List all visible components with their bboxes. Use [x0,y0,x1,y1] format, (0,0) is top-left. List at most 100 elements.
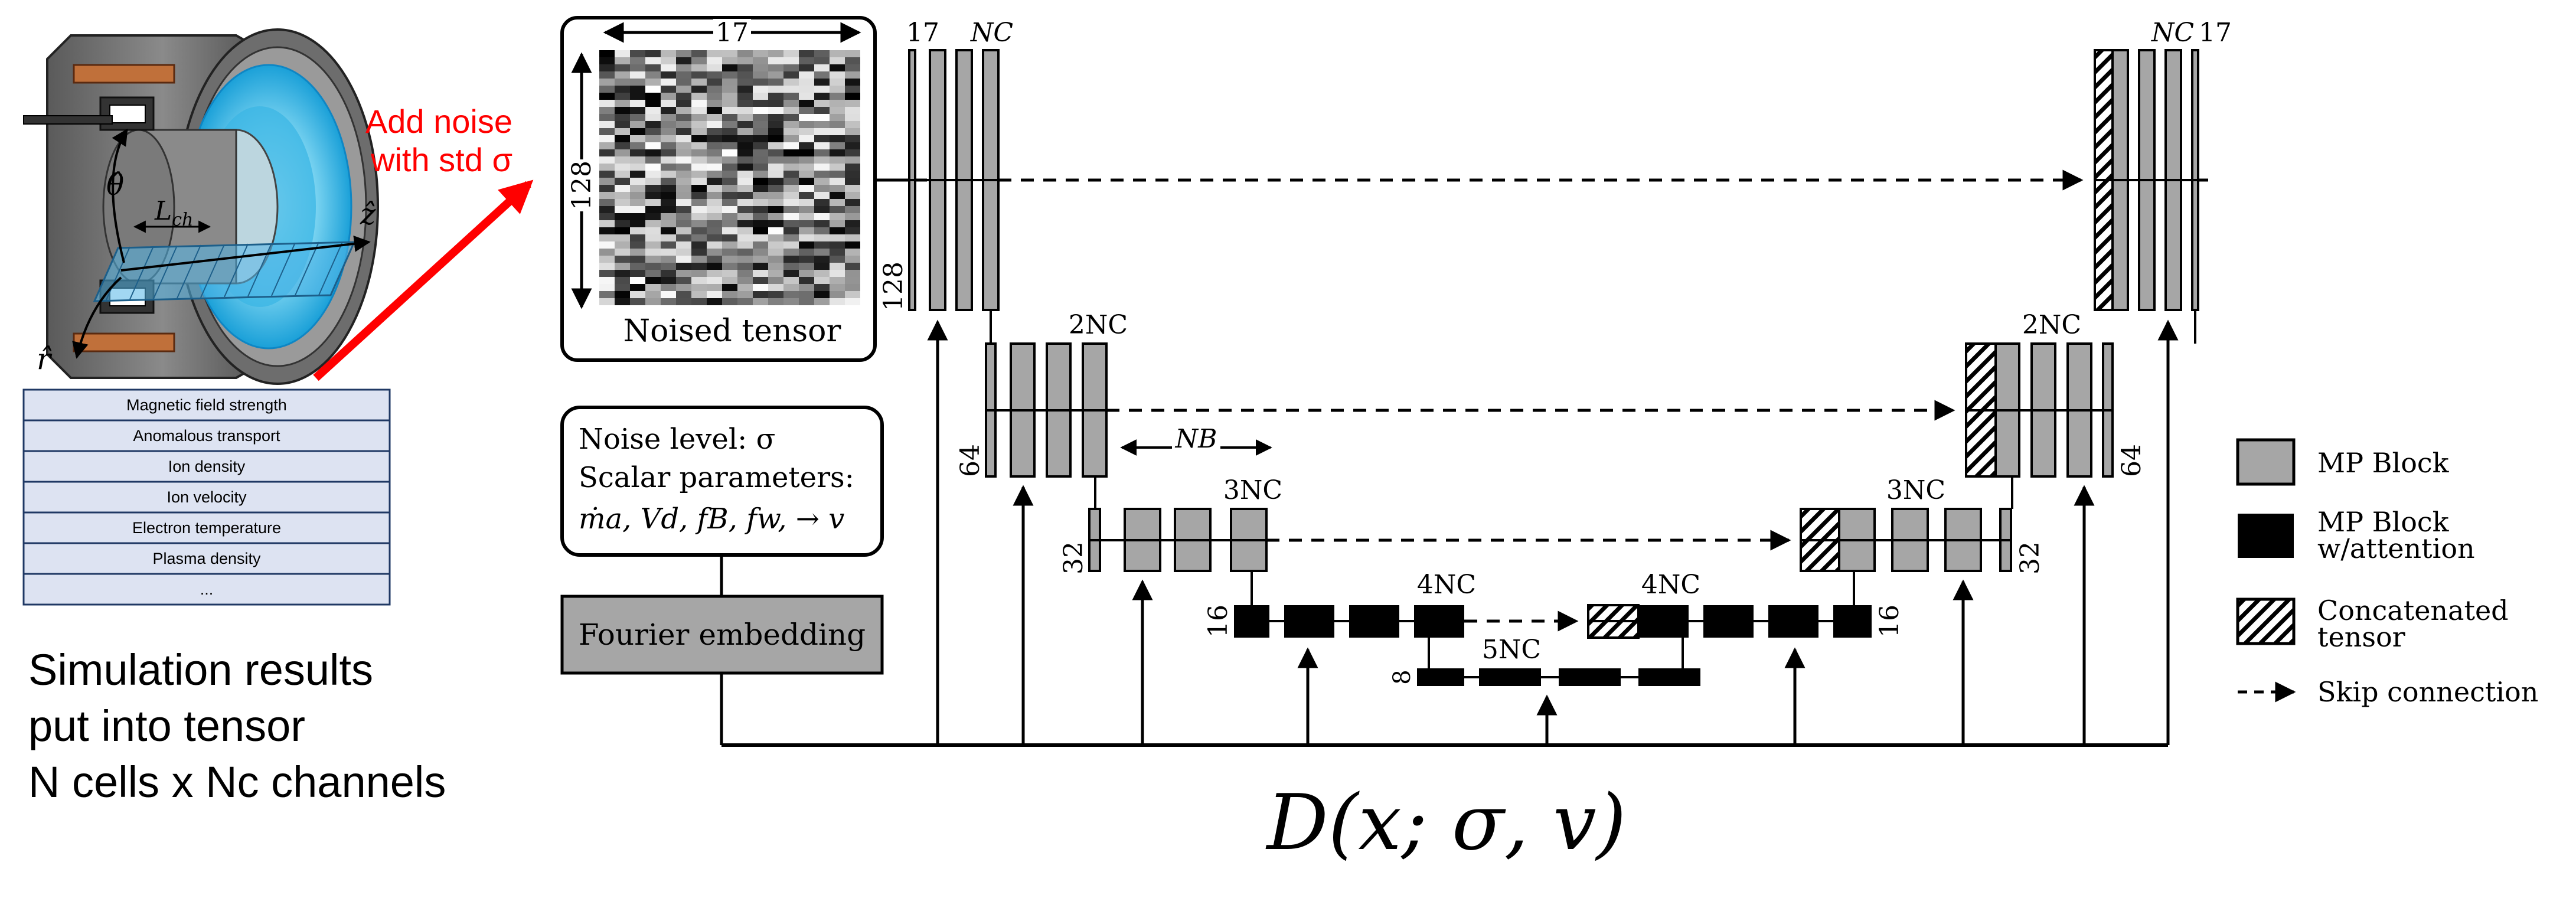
noise-cell [783,107,799,114]
variables-table-cell: Magnetic field strength [126,396,287,414]
variables-table-row [22,481,391,514]
level4-channels-left: 4NC [1417,570,1476,600]
noise-cell [630,149,645,156]
noise-cell [599,199,615,206]
noise-cell [722,277,737,284]
noise-cell [691,142,707,149]
noise-cell [676,50,691,57]
noise-cell [814,199,830,206]
noise-cell [707,149,722,156]
level4-channels-right: 4NC [1641,570,1700,600]
noise-cell [768,270,783,277]
noise-cell [737,206,753,213]
noise-cell [799,206,814,213]
noise-cell [691,227,707,234]
noise-cell [799,64,814,71]
noise-cell [676,213,691,220]
noise-cell [783,156,799,164]
noise-cell [814,149,830,156]
variables-table-cell: ... [200,580,214,598]
noise-cell [722,227,737,234]
noise-cell [768,220,783,227]
noise-cell [830,171,845,178]
noise-cell [830,234,845,241]
noise-cell [830,185,845,192]
noise-cell [661,114,676,121]
noise-cell [737,57,753,64]
axis-theta-label: θ̂ [106,168,124,202]
noise-cell [615,256,630,263]
noise-cell [737,71,753,79]
noise-cell [615,185,630,192]
noise-cell [722,50,737,57]
noise-cell [599,114,615,121]
noise-cell [691,79,707,86]
noise-cell [707,64,722,71]
noise-cell [722,114,737,121]
noise-cell [737,50,753,57]
noise-cell [676,93,691,100]
noise-cell [676,185,691,192]
noise-cell [676,121,691,128]
noise-cell [737,135,753,142]
noise-cell [645,64,661,71]
noise-cell [707,234,722,241]
noise-cell [707,199,722,206]
noise-cell [645,100,661,107]
noise-cell [768,79,783,86]
noise-cell [630,298,645,305]
noise-cell [630,135,645,142]
noise-cell [599,100,615,107]
noise-cell [799,50,814,57]
noise-cell [737,93,753,100]
noise-cell [768,298,783,305]
legend-concat-line1: Concatenated [2317,595,2509,626]
noise-cell [753,93,768,100]
noise-cell [599,213,615,220]
noise-cell [799,114,814,121]
noise-cell [845,249,860,256]
noise-cell [753,241,768,249]
noise-cell [676,156,691,164]
noise-cell [691,93,707,100]
noise-heatmap [599,50,860,305]
noise-cell [615,121,630,128]
noise-cell [661,241,676,249]
noise-cell [676,149,691,156]
noise-cell [661,142,676,149]
noise-cell [691,57,707,64]
noise-cell [799,227,814,234]
noise-cell [814,114,830,121]
noise-cell [599,64,615,71]
noise-cell [737,164,753,171]
variables-table-cell: Anomalous transport [133,427,280,445]
noise-cell [722,199,737,206]
noise-cell [799,213,814,220]
noise-cell [753,79,768,86]
noise-cell [783,284,799,291]
noise-cell [845,79,860,86]
noise-cell [799,156,814,164]
level1-decoder: NC 17 [2094,18,2232,745]
noise-cell [615,206,630,213]
noise-cell [722,107,737,114]
level3-channels-left: 3NC [1223,475,1282,505]
noise-cell [845,199,860,206]
noise-cell [737,192,753,199]
noise-cell [830,142,845,149]
noise-cell [814,121,830,128]
noise-cell [814,178,830,185]
noise-cell [645,263,661,270]
noise-cell [661,277,676,284]
add-noise-line2: with std σ [370,141,512,178]
noise-cell [737,220,753,227]
denoiser-formula: D(x; σ, v) [1266,778,1627,867]
noise-cell [845,156,860,164]
fourier-embedding: Fourier embedding [560,595,884,745]
noise-cell [615,93,630,100]
noise-cell [799,107,814,114]
noise-cell [722,185,737,192]
noise-cell [661,93,676,100]
noise-cell [615,199,630,206]
noise-cell [615,213,630,220]
